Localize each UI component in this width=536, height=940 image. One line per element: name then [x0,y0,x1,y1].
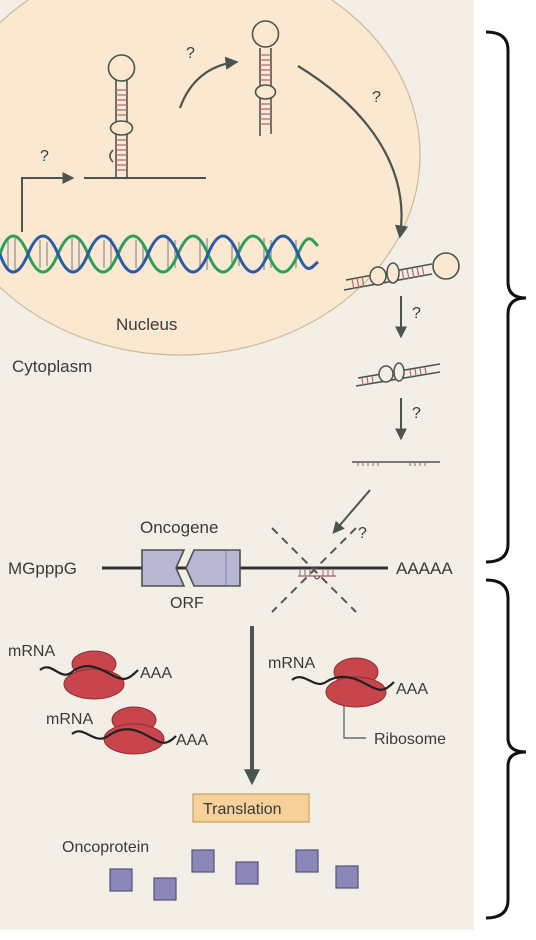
oncoprotein-label: Oncoprotein [62,839,149,856]
mature-mirna [352,461,440,466]
translation-box [192,793,310,823]
lower-bracket [485,578,527,920]
question-mark-2: ? [186,45,195,62]
ribosome-mrna-1 [39,650,139,700]
export-arrow [297,65,409,239]
translation-label: Translation [203,801,282,818]
dna-helix [0,234,320,274]
ribosome-mrna-2 [71,706,177,755]
oncoprotein-2 [153,877,177,901]
upper-bracket [485,30,527,564]
processing-arrow [178,56,239,109]
nucleus-label: Nucleus [116,315,177,334]
transcription-start-arrow [21,172,75,232]
oncogene-label: Oncogene [140,518,218,537]
pre-mirna [251,20,280,136]
ribosome-label: Ribosome [374,731,446,748]
oncoprotein-5 [295,849,319,873]
cytoplasmic-pre-mirna [343,252,460,291]
oncoprotein-4 [235,861,259,885]
aaa-label-2: AAA [176,732,208,749]
mrna-label-3: mRNA [268,655,315,672]
polya-label: AAAAA [396,559,453,578]
mirna-binding-site [298,570,336,580]
question-mark-1: ? [40,148,49,165]
mrna-label-1: mRNA [8,643,55,660]
question-mark-5: ? [412,405,421,422]
orf-label: ORF [170,595,204,612]
question-mark-4: ? [412,305,421,322]
cap-label: MGpppG [8,559,77,578]
mrna-label-2: mRNA [46,711,93,728]
pri-mirna [84,54,206,179]
aaa-label-1: AAA [140,665,172,682]
oncoprotein-6 [335,865,359,889]
aaa-label-3: AAA [396,681,428,698]
mirna-duplex [355,362,441,387]
question-mark-3: ? [372,89,381,106]
ribosome-mrna-3 [291,657,395,739]
oncoprotein-1 [109,868,133,892]
inhibition-x-mark [271,527,357,613]
question-mark-6: ? [358,525,367,542]
targeting-arrow [332,489,371,534]
oncoprotein-squares [109,849,359,901]
cytoplasm-label: Cytoplasm [12,357,92,376]
oncoprotein-3 [191,849,215,873]
orf-box [141,549,241,587]
